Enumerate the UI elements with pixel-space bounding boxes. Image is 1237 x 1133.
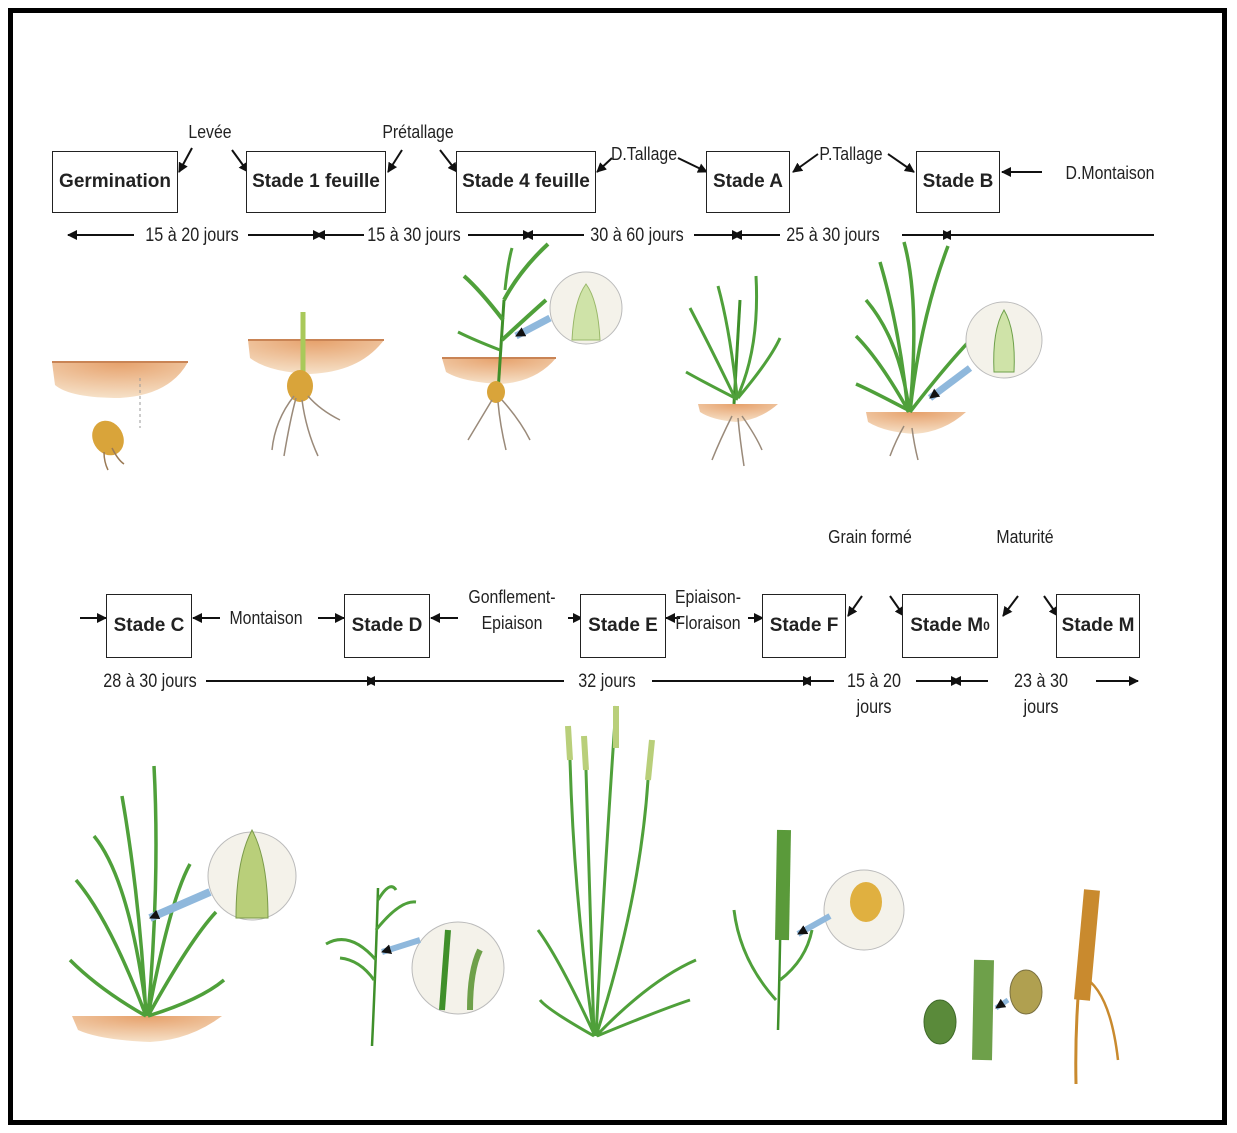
stage-box-stade-d: Stade D [344, 594, 430, 658]
stade-4-feuille-illustration [442, 244, 622, 450]
stage-box-stade-a: Stade A [706, 151, 790, 213]
germination-illustration [52, 362, 188, 470]
stade-a-illustration [686, 276, 780, 466]
transition-maturite: Maturité [991, 526, 1060, 548]
stage-label: Stade B [923, 171, 994, 193]
duration-bottom-1: 28 à 30 jours [101, 670, 200, 694]
duration-bottom-4-line2: jours [1006, 696, 1076, 720]
duration-top-2: 15 à 30 jours [365, 224, 464, 248]
stage-box-stade-b: Stade B [916, 151, 1000, 213]
stage-subscript: 0 [983, 619, 990, 633]
duration-bottom-4-line1: 23 à 30 [1006, 670, 1076, 694]
duration-top-1: 15 à 20 jours [141, 224, 243, 248]
stage-box-stade-c: Stade C [106, 594, 192, 658]
transition-pretallage: Prétallage [381, 121, 455, 143]
stage-label: Stade F [770, 615, 839, 637]
duration-bottom-3-line2: jours [840, 696, 908, 720]
stage-box-stade-e: Stade E [580, 594, 666, 658]
transition-levee: Levée [184, 121, 237, 143]
stage-label: Stade M [910, 615, 983, 637]
duration-top-4: 25 à 30 jours [783, 224, 883, 248]
transition-gonflement-line2: Epiaison [466, 612, 558, 634]
transition-montaison: Montaison [227, 607, 304, 629]
stade-d-illustration [326, 887, 504, 1046]
stage-label: Germination [59, 171, 171, 193]
stage-label: Stade E [588, 615, 658, 637]
maturite-illustration [924, 890, 1118, 1084]
transition-d-tallage: D.Tallage [609, 143, 679, 165]
stage-label: Stade A [713, 171, 783, 193]
stage-box-germination: Germination [52, 151, 178, 213]
stage-box-stade-4-feuille: Stade 4 feuille [456, 151, 596, 213]
stade-1-feuille-illustration [248, 312, 384, 456]
transition-epiaison-line2: Floraison [671, 612, 745, 634]
stage-label: Stade 1 feuille [252, 171, 380, 193]
duration-bottom-3-line1: 15 à 20 [840, 670, 908, 694]
transition-d-montaison: D.Montaison [1064, 162, 1156, 184]
stade-e-illustration [538, 706, 696, 1036]
stade-f-illustration [734, 830, 904, 1030]
duration-top-3: 30 à 60 jours [587, 224, 687, 248]
transition-epiaison-line1: Epiaison- [671, 586, 745, 608]
stage-box-stade-1-feuille: Stade 1 feuille [246, 151, 386, 213]
stage-label: Stade 4 feuille [462, 171, 590, 193]
stage-label: Stade M [1062, 615, 1135, 637]
transition-gonflement-line1: Gonflement- [466, 586, 558, 608]
stade-c-illustration [70, 766, 296, 1042]
stade-b-illustration [856, 242, 1042, 460]
stage-box-stade-m: Stade M [1056, 594, 1140, 658]
duration-bottom-2: 32 jours [569, 670, 646, 694]
stage-label: Stade C [114, 615, 185, 637]
stage-label: Stade D [352, 615, 423, 637]
stage-box-stade-f: Stade F [762, 594, 846, 658]
transition-p-tallage: P.Tallage [815, 143, 887, 165]
transition-grain-forme: Grain formé [826, 526, 914, 548]
